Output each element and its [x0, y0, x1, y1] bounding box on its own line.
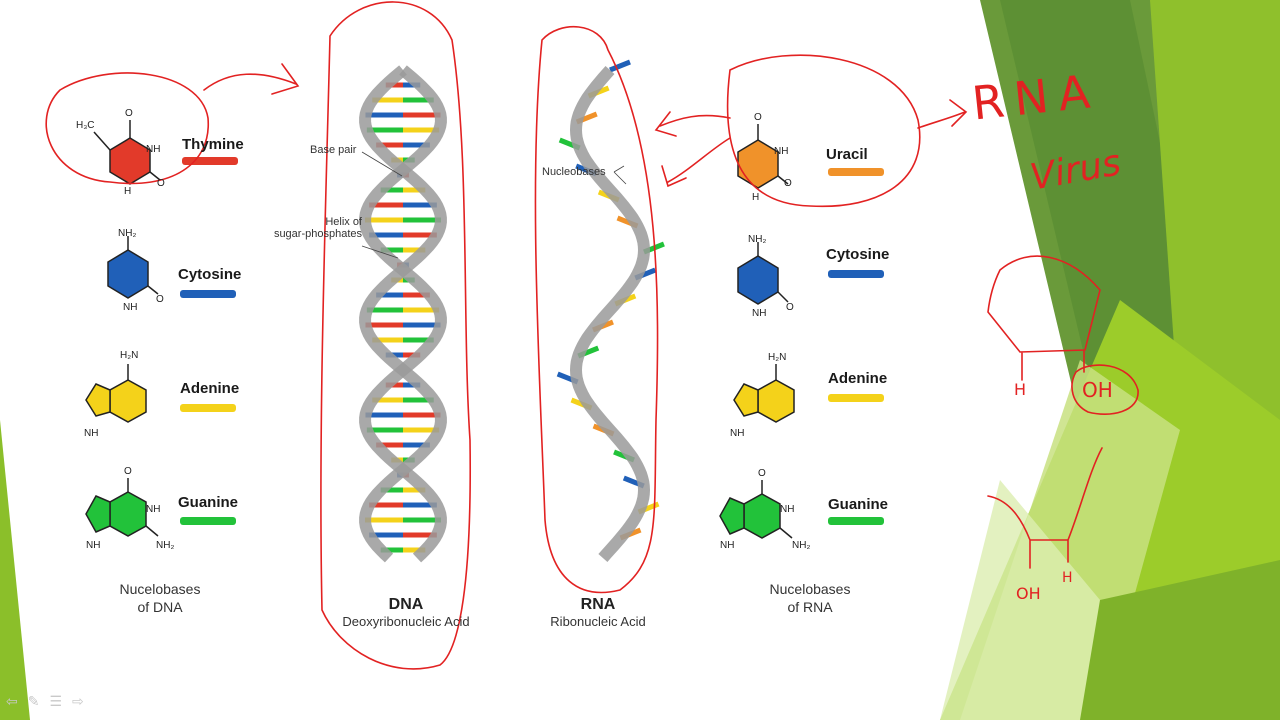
- cytosine-o-label: O: [156, 294, 164, 305]
- uracil-molecule-icon: [737, 124, 789, 189]
- red-annotations: [45, 1, 1139, 670]
- uracil-circle: [726, 54, 921, 208]
- rna-cytosine-label: Cytosine: [826, 246, 890, 263]
- rna-adenine-nh-label: NH: [730, 428, 745, 439]
- thymine-oxygen-label: O: [125, 108, 133, 119]
- rna-cytosine-bar: [828, 270, 884, 278]
- nucleobases-label: Nucleobases: [542, 166, 606, 178]
- back-arrow-icon[interactable]: ⇦: [6, 693, 18, 709]
- rna-guanine-h-label: NH: [720, 540, 735, 551]
- rna-nucleobase-stub: [609, 59, 631, 73]
- dna-backbone-strand: [359, 65, 447, 563]
- guanine-molecule-icon: [85, 478, 159, 537]
- forward-arrow-icon[interactable]: ⇨: [72, 693, 84, 709]
- rna-title: RNA: [580, 596, 616, 613]
- dna-bases-caption-line2: of DNA: [137, 599, 183, 615]
- cytosine-bar: [180, 290, 236, 298]
- helix-label-line2: sugar-phosphates: [273, 228, 362, 240]
- guanine-label: Guanine: [178, 494, 239, 511]
- rna-bases-caption-line2: of RNA: [787, 599, 833, 615]
- rna-guanine-o-label: O: [758, 468, 766, 479]
- thymine-h-label: H: [124, 186, 132, 197]
- thymine-o2-label: O: [157, 178, 165, 189]
- slideshow-nav: ⇦ ✎ ☰ ⇨: [6, 693, 84, 710]
- adenine-nh-label: NH: [84, 428, 99, 439]
- rna-enclosure: [534, 26, 659, 594]
- dna-caption: DNA Deoxyribonucleic Acid: [336, 596, 476, 629]
- rna-bases-caption: Nucelobases of RNA: [756, 580, 864, 616]
- thymine-circle: [45, 72, 209, 185]
- handwritten-oh-2: OH: [1016, 584, 1041, 603]
- rna-adenine-label: Adenine: [828, 370, 888, 387]
- rna-cytosine-nh2-label: NH₂: [748, 234, 767, 245]
- arrow-to-rna-virus: [917, 99, 968, 129]
- arrow-uracil-left: [654, 111, 731, 137]
- cytosine-label: Cytosine: [178, 266, 242, 283]
- handwritten-oh: OH: [1082, 378, 1113, 402]
- menu-icon[interactable]: ☰: [49, 693, 63, 709]
- adenine-molecule-icon: [85, 364, 147, 423]
- guanine-h-label: NH: [86, 540, 101, 551]
- rna-guanine-label: Guanine: [828, 496, 889, 513]
- dna-bases-caption-line1: Nucelobases: [119, 581, 201, 597]
- rna-guanine-nh-label: NH: [780, 504, 795, 515]
- cytosine-nh-label: NH: [123, 302, 138, 313]
- arrow-to-dna: [203, 63, 300, 95]
- thymine-label: Thymine: [182, 136, 244, 153]
- rna-cytosine-molecule-icon: [737, 242, 789, 305]
- rna-cytosine-nh-label: NH: [752, 308, 767, 319]
- rna-single-strand: [556, 59, 665, 562]
- arrow-uracil-down: [661, 137, 731, 188]
- label-pointers: [361, 151, 627, 259]
- rna-guanine-bar: [828, 517, 884, 525]
- rna-guanine-molecule-icon: [719, 480, 793, 539]
- uracil-label: Uracil: [826, 146, 868, 163]
- dna-double-helix: [359, 65, 447, 563]
- rna-adenine-h2n-label: H₂N: [768, 352, 787, 363]
- uracil-bar: [828, 168, 884, 176]
- rna-guanine-nh2-label: NH₂: [792, 540, 811, 551]
- helix-label-line1: Helix of: [325, 216, 362, 228]
- adenine-label: Adenine: [180, 380, 240, 397]
- rna-adenine-molecule-icon: [733, 364, 795, 423]
- uracil-o2-label: O: [784, 178, 792, 189]
- uracil-h-label: H: [752, 192, 760, 203]
- cytosine-nh2-label: NH₂: [118, 228, 137, 239]
- base-pair-label: Base pair: [310, 144, 357, 156]
- left-green-edge: [0, 420, 30, 720]
- h3c-label: H₃C: [76, 120, 95, 131]
- handwritten-h-2: H: [1062, 570, 1073, 586]
- helix-label: Helix of sugar-phosphates: [270, 216, 362, 240]
- guanine-bar: [180, 517, 236, 525]
- dna-title: DNA: [388, 596, 424, 613]
- rna-bases-caption-line1: Nucelobases: [769, 581, 851, 597]
- guanine-nh2-label: NH₂: [156, 540, 175, 551]
- handwritten-h: H: [1014, 380, 1027, 399]
- rna-cytosine-o-label: O: [786, 302, 794, 313]
- pen-icon[interactable]: ✎: [27, 693, 40, 709]
- dna-bases-caption: Nucelobases of DNA: [108, 580, 212, 616]
- thymine-bar: [182, 157, 238, 165]
- base-color-bars: [180, 157, 884, 525]
- rna-subtitle: Ribonucleic Acid: [550, 614, 646, 629]
- green-decor-panels: [940, 0, 1280, 720]
- second-sugar-sketch: [987, 447, 1103, 569]
- rna-caption: RNA Ribonucleic Acid: [538, 596, 658, 629]
- adenine-bar: [180, 404, 236, 412]
- cytosine-molecule-icon: [107, 236, 159, 299]
- uracil-nh-label: NH: [774, 146, 789, 157]
- adenine-h2n-label: H₂N: [120, 350, 139, 361]
- dna-subtitle: Deoxyribonucleic Acid: [342, 614, 470, 629]
- guanine-nh-label: NH: [146, 504, 161, 515]
- oh-circle: [1071, 364, 1139, 415]
- guanine-o-label: O: [124, 466, 132, 477]
- rna-backbone-strand: [569, 65, 651, 562]
- dna-backbone-strand: [359, 65, 447, 563]
- dna-enclosure: [320, 1, 472, 670]
- uracil-o-label: O: [754, 112, 762, 123]
- thymine-nh-label: NH: [146, 144, 161, 155]
- rna-adenine-bar: [828, 394, 884, 402]
